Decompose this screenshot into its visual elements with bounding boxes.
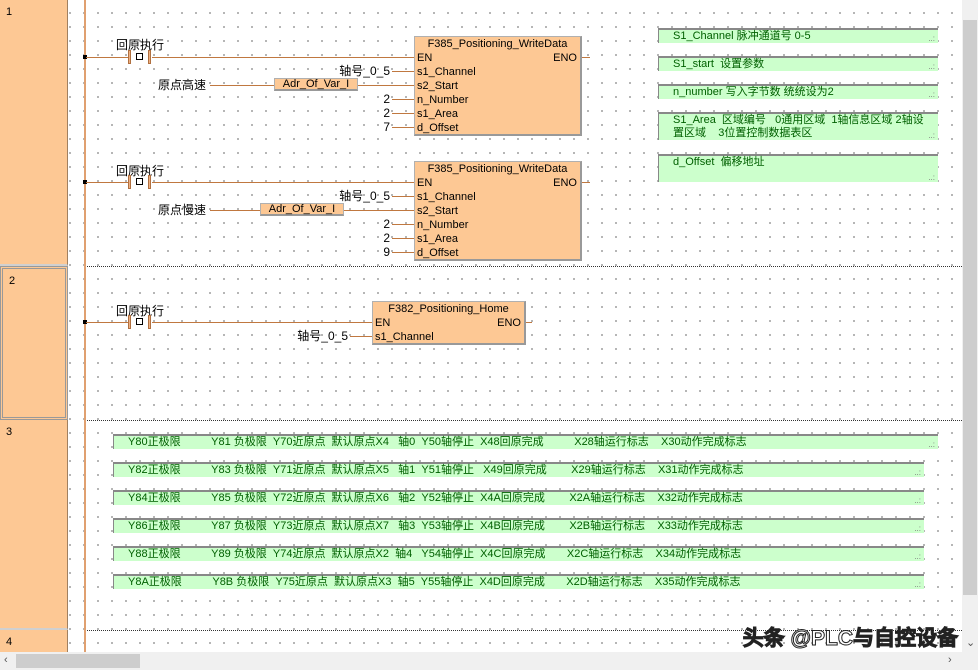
wire xyxy=(350,336,372,337)
pin: s2_Start xyxy=(417,80,458,92)
function-block-writedata[interactable]: F385_Positioning_WriteData EN ENO s1_Chan… xyxy=(414,161,582,261)
pin-en: EN xyxy=(417,52,433,64)
wire xyxy=(152,182,414,183)
pin: s1_Channel xyxy=(375,331,434,343)
pin: s1_Area xyxy=(417,233,458,245)
io-comment-row[interactable]: Y80正极限 Y81 负极限 Y70近原点 默认原点X4 轴0 Y50轴停止 X… xyxy=(113,434,938,451)
pin-en: EN xyxy=(375,317,391,329)
input-constant[interactable]: 2 xyxy=(383,231,390,245)
wire xyxy=(210,210,260,211)
io-comment-row[interactable]: Y84正极限 Y85 负极限 Y72近原点 默认原点X6 轴2 Y52轴停止 X… xyxy=(113,490,924,507)
pin: n_Number xyxy=(417,219,469,231)
input-variable[interactable]: 轴号_0_5 xyxy=(297,329,348,343)
adr-of-var-block[interactable]: Adr_Of_Var_I xyxy=(274,78,358,91)
wire xyxy=(86,182,128,183)
pin: s1_Channel xyxy=(417,191,476,203)
comment-box[interactable]: n_number 写入字节数 统统设为2 xyxy=(658,84,938,101)
scroll-thumb[interactable] xyxy=(16,654,140,668)
io-comment-row[interactable]: Y86正极限 Y87 负极限 Y73近原点 默认原点X7 轴3 Y53轴停止 X… xyxy=(113,518,924,535)
fb-title: F385_Positioning_WriteData xyxy=(427,38,568,50)
vertical-scrollbar[interactable]: ⌄ xyxy=(962,0,978,652)
scroll-left-icon[interactable]: ‹ xyxy=(4,654,8,666)
fb-title: F385_Positioning_WriteData xyxy=(427,163,568,175)
input-variable[interactable]: 轴号_0_5 xyxy=(339,189,390,203)
contact-label: 回原执行 xyxy=(116,304,165,318)
network-number: 2 xyxy=(9,275,16,287)
network-label-1[interactable]: 1 xyxy=(0,0,68,266)
rung-node xyxy=(83,320,87,324)
function-block-home[interactable]: F382_Positioning_Home EN ENO s1_Channel xyxy=(372,301,526,345)
rung-node xyxy=(83,55,87,59)
input-constant[interactable]: 2 xyxy=(383,92,390,106)
network-separator xyxy=(84,630,962,631)
comment-box[interactable]: S1_start 设置参数 xyxy=(658,56,938,73)
comment-box[interactable]: d_Offset 偏移地址 xyxy=(658,154,938,184)
wire xyxy=(152,57,414,58)
fb-title: F382_Positioning_Home xyxy=(388,303,509,315)
wire xyxy=(582,57,590,58)
wire xyxy=(358,85,414,86)
horizontal-scrollbar[interactable]: ‹› xyxy=(0,652,978,670)
wire xyxy=(344,210,414,211)
pin: d_Offset xyxy=(417,247,459,259)
function-block-writedata[interactable]: F385_Positioning_WriteData EN ENO s1_Chan… xyxy=(414,36,582,136)
io-comment-row[interactable]: Y88正极限 Y89 负极限 Y74近原点 默认原点X2 轴4 Y54轴停止 X… xyxy=(113,546,924,563)
pin: s1_Channel xyxy=(417,66,476,78)
input-variable[interactable]: 轴号_0_5 xyxy=(339,64,390,78)
wire xyxy=(392,224,414,225)
pin-eno: ENO xyxy=(553,177,577,189)
wire xyxy=(392,196,414,197)
wire xyxy=(392,252,414,253)
pin-en: EN xyxy=(417,177,433,189)
pin-eno: ENO xyxy=(497,317,521,329)
io-comment-row[interactable]: Y8A正极限 Y8B 负极限 Y75近原点 默认原点X3 轴5 Y55轴停止 X… xyxy=(113,574,924,591)
network-separator xyxy=(84,266,962,267)
input-variable[interactable]: 原点高速 xyxy=(158,78,207,92)
comment-box[interactable]: S1_Channel 脉冲通道号 0-5 xyxy=(658,28,938,45)
network-number: 4 xyxy=(6,636,13,648)
contact-label: 回原执行 xyxy=(116,38,165,52)
network-label-3[interactable]: 3 xyxy=(0,420,68,630)
network-number: 3 xyxy=(6,426,13,438)
wire xyxy=(86,322,128,323)
contact[interactable] xyxy=(128,175,152,189)
input-constant[interactable]: 2 xyxy=(383,106,390,120)
wire xyxy=(392,238,414,239)
io-comment-row[interactable]: Y82正极限 Y83 负极限 Y71近原点 默认原点X5 轴1 Y51轴停止 X… xyxy=(113,462,924,479)
wire xyxy=(86,57,128,58)
rung-node xyxy=(83,180,87,184)
wire xyxy=(582,182,590,183)
contact-label: 回原执行 xyxy=(116,164,165,178)
adr-of-var-block[interactable]: Adr_Of_Var_I xyxy=(260,203,344,216)
network-number: 1 xyxy=(6,6,13,18)
scroll-right-icon[interactable]: › xyxy=(948,654,952,666)
network-label-4[interactable]: 4 xyxy=(0,630,68,652)
watermark: 头条 @PLC与自控设备 xyxy=(742,627,958,651)
wire xyxy=(152,322,372,323)
input-constant[interactable]: 7 xyxy=(383,120,390,134)
wire xyxy=(526,322,532,323)
pin-eno: ENO xyxy=(553,52,577,64)
power-rail xyxy=(84,0,86,652)
wire xyxy=(392,71,414,72)
network-label-2[interactable]: 2 xyxy=(0,266,68,420)
wire xyxy=(392,99,414,100)
wire xyxy=(392,127,414,128)
contact[interactable] xyxy=(128,50,152,64)
input-constant[interactable]: 9 xyxy=(383,245,390,259)
wire xyxy=(392,113,414,114)
contact[interactable] xyxy=(128,315,152,329)
comment-box[interactable]: S1_Area 区域编号 0通用区域 1轴信息区域 2轴设 置区域 3位置控制数… xyxy=(658,112,938,142)
scroll-thumb[interactable] xyxy=(963,20,977,595)
pin: d_Offset xyxy=(417,122,459,134)
input-variable[interactable]: 原点慢速 xyxy=(158,203,207,217)
wire xyxy=(210,85,274,86)
pin: s2_Start xyxy=(417,205,458,217)
network-separator xyxy=(84,420,962,421)
pin: n_Number xyxy=(417,94,469,106)
input-constant[interactable]: 2 xyxy=(383,217,390,231)
pin: s1_Area xyxy=(417,108,458,120)
scroll-down-icon[interactable]: ⌄ xyxy=(966,637,976,649)
